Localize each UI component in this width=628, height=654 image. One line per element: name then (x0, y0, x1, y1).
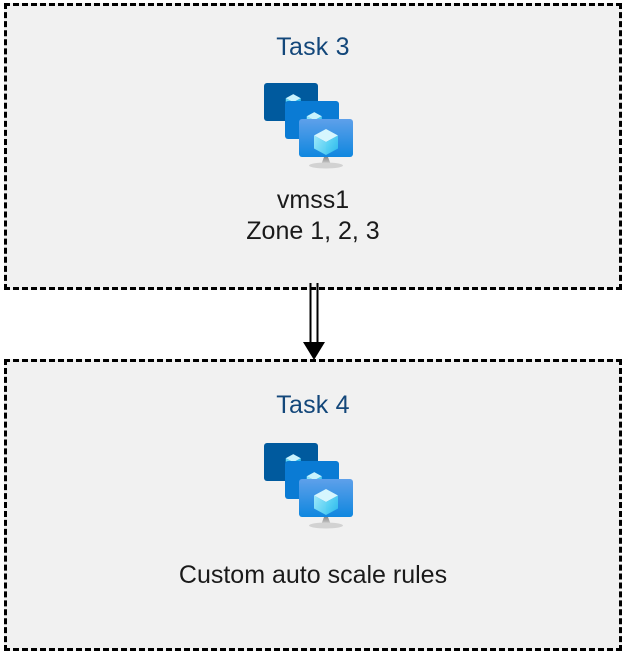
connector-task3-to-task4 (303, 283, 325, 360)
task4-caption: Custom auto scale rules (178, 561, 448, 589)
task-box-task3[interactable]: Task 3 (4, 3, 622, 290)
vmss-icon (264, 83, 353, 169)
vmss-icon (264, 443, 353, 529)
task3-caption: vmss1 Zone 1, 2, 3 (246, 186, 380, 245)
task3-title: Task 3 (276, 33, 350, 61)
task-box-task4[interactable]: Task 4 (4, 359, 622, 651)
task4-title: Task 4 (276, 391, 350, 419)
